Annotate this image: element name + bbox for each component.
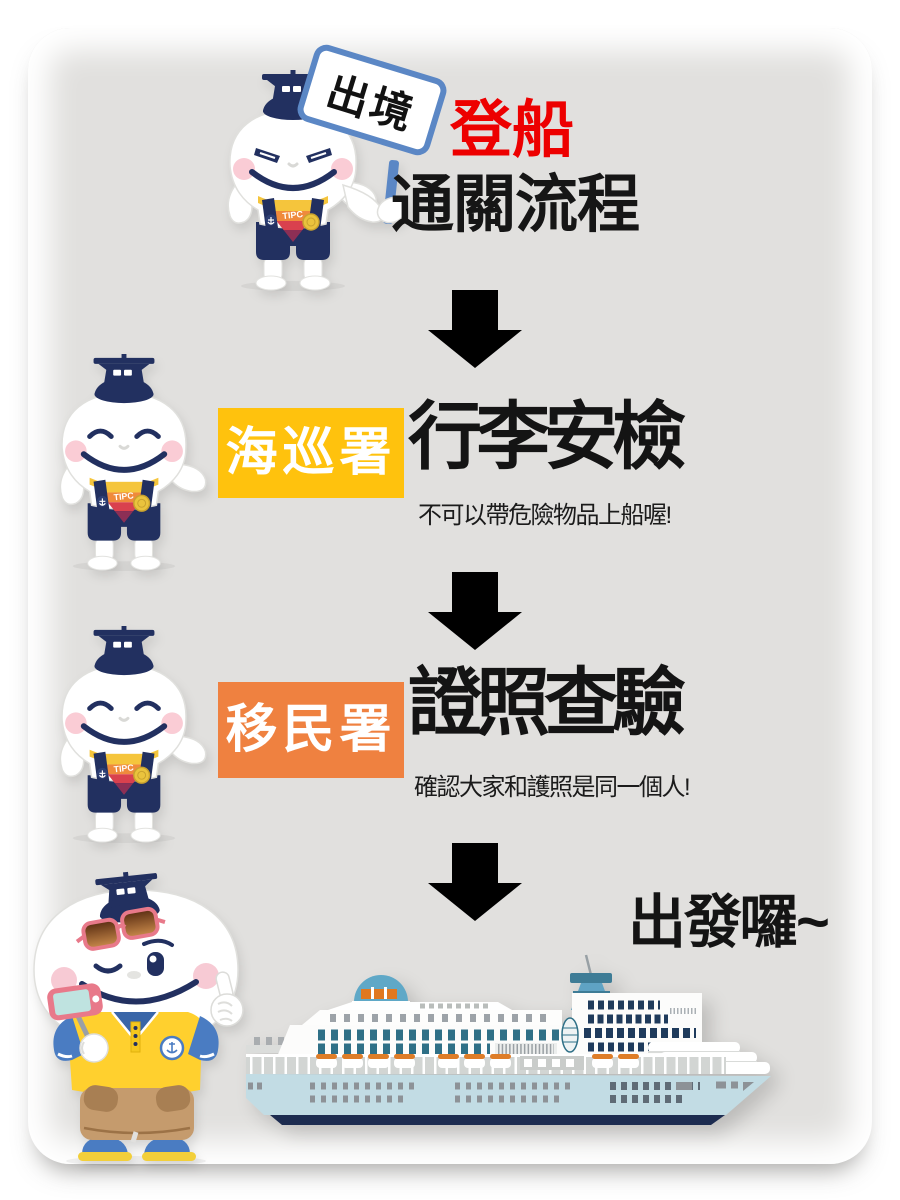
- agency-badge-label: 移民署: [225, 701, 397, 759]
- step-note: 確認大家和護照是同一個人!: [414, 774, 691, 801]
- mascot-port-officer: [40, 354, 208, 572]
- down-arrow-icon: [428, 290, 522, 368]
- departure-cheer-text: 出發囉~: [628, 890, 830, 955]
- mascot-tourist: [33, 870, 244, 1166]
- step-title: 證照查驗: [408, 661, 686, 744]
- step-title: 行李安檢: [408, 395, 686, 478]
- selfie-phone-icon: [47, 983, 103, 1021]
- page-title-red: 登船: [450, 96, 575, 165]
- sunglasses-icon: [75, 906, 166, 951]
- lifeboats: [316, 1054, 639, 1070]
- cruise-ship-illustration: [246, 954, 771, 1125]
- down-arrow-icon: [428, 843, 522, 921]
- page-title-main: 通關流程: [391, 170, 640, 240]
- mascot-port-officer: [40, 626, 208, 844]
- agency-badge-immigration: 移民署: [218, 682, 404, 778]
- mascot-port-officer-sign: TIPC: [200, 58, 408, 298]
- agency-badge-coast-guard: 海巡署: [218, 408, 404, 498]
- down-arrow-icon: [428, 572, 522, 650]
- step-note: 不可以帶危險物品上船喔!: [418, 502, 672, 529]
- svg-text:TIPC: TIPC: [282, 209, 304, 221]
- departure-sign-label: 出境: [321, 67, 422, 139]
- agency-badge-label: 海巡署: [225, 424, 397, 482]
- thumbs-up-hand: [210, 971, 244, 1027]
